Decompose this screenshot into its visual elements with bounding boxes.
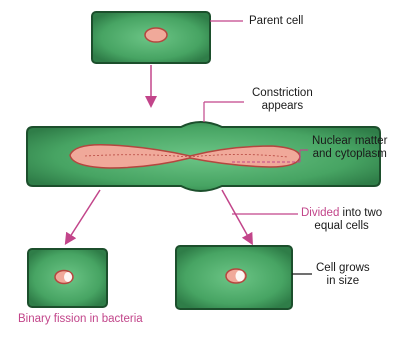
caption: Binary fission in bacteria [18, 313, 143, 325]
label-constriction: Constriction appears [252, 87, 313, 113]
label-cell-grows: Cell grows in size [316, 262, 370, 288]
parent-cell [92, 12, 210, 63]
daughter-cell-right [176, 246, 292, 309]
arrow-left-daughter [68, 190, 100, 240]
label-nuclear-line1: Nuclear matter [312, 135, 387, 148]
label-nuclear-matter: Nuclear matter and cytoplasm [312, 135, 387, 161]
label-constriction-line2: appears [252, 100, 313, 113]
daughter-cell-left [28, 249, 107, 307]
parent-nucleus [145, 28, 167, 42]
label-divided-word: Divided [301, 207, 339, 219]
label-grows-line1: Cell grows [316, 262, 370, 275]
arrow-right-daughter [222, 190, 250, 240]
label-divided: Divided into two equal cells [301, 207, 382, 233]
label-nuclear-line2: and cytoplasm [312, 148, 387, 161]
label-constriction-line1: Constriction [252, 87, 313, 100]
label-divided-rest: into two [339, 207, 382, 219]
label-equal-cells: equal cells [301, 220, 382, 233]
label-parent-cell: Parent cell [249, 15, 303, 28]
label-grows-line2: in size [316, 275, 370, 288]
